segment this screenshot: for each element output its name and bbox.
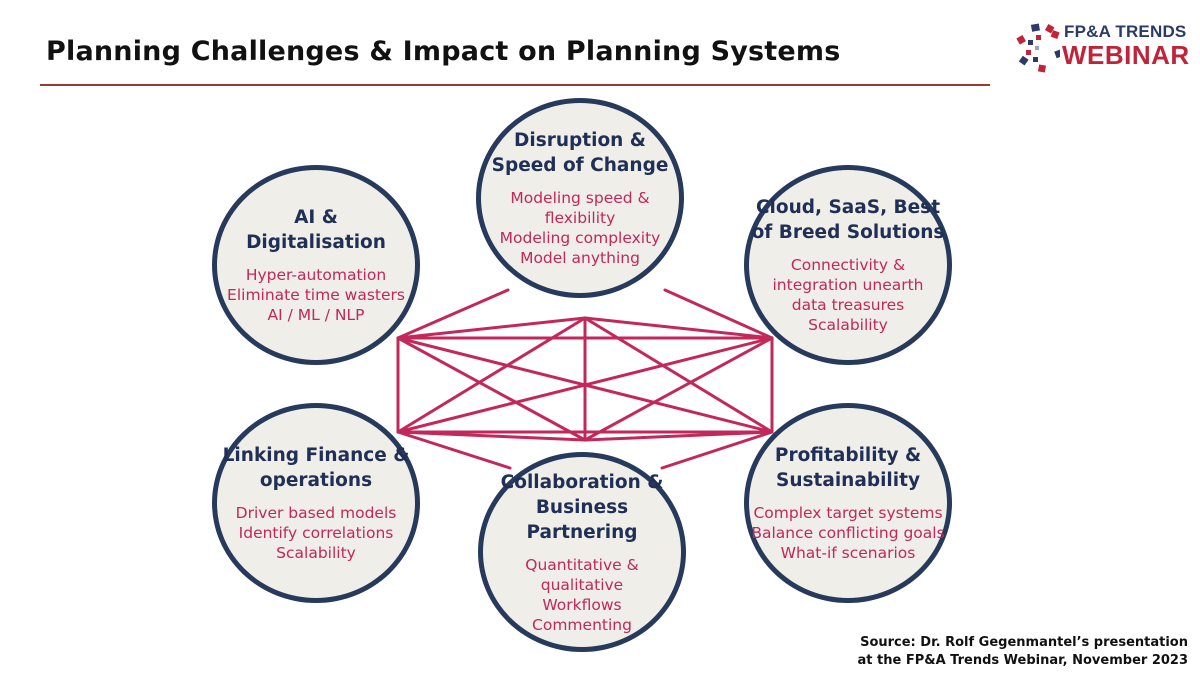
node-profitability: Profitability & Sustainability Complex t… (744, 403, 952, 603)
node-item: Scalability (808, 316, 888, 334)
node-item: data treasures (791, 296, 905, 314)
node-item: Complex target systems (753, 504, 943, 522)
node-item: AI / ML / NLP (267, 306, 365, 324)
node-item: Identify correlations (238, 524, 394, 542)
node-linking-finance: Linking Finance & operations Driver base… (212, 403, 420, 603)
node-items: Quantitative & qualitative Workflows Com… (525, 555, 638, 635)
node-ai-digitalisation: AI & Digitalisation Hyper-automation Eli… (212, 165, 420, 365)
connector-line (583, 336, 774, 442)
node-item: Hyper-automation (245, 266, 387, 284)
connector-line (583, 316, 774, 434)
node-cloud-saas: Cloud, SaaS, Best of Breed Solutions Con… (744, 165, 952, 365)
node-heading: Linking Finance & operations (222, 445, 410, 491)
node-item: Scalability (276, 544, 356, 562)
node-heading: Profitability & Sustainability (774, 445, 922, 491)
connector-line (396, 316, 587, 340)
connector-line (396, 316, 587, 434)
node-heading: Collaboration & Business Partnering (500, 471, 664, 543)
node-item: Eliminate time wasters (227, 286, 405, 304)
source-line: Source: Dr. Rolf Gegenmantel’s presentat… (860, 635, 1188, 650)
connector-line (583, 316, 774, 340)
source-note: Source: Dr. Rolf Gegenmantel’s presentat… (858, 634, 1188, 670)
node-items: Hyper-automation Eliminate time wasters … (227, 265, 405, 325)
node-disruption: Disruption & Speed of Change Modeling sp… (476, 98, 684, 298)
connector-line (663, 288, 774, 340)
connector-line (396, 430, 512, 470)
node-item: qualitative (540, 575, 624, 594)
connector-line (660, 430, 774, 470)
node-item: Connectivity & (790, 256, 906, 274)
node-items: Modeling speed & flexibility Modeling co… (500, 188, 661, 268)
node-item: Commenting (532, 615, 632, 634)
connector-line (396, 336, 587, 442)
node-item: Driver based models (235, 504, 397, 522)
node-item: Balance conflicting goals (751, 524, 945, 542)
node-item: Workflows (542, 595, 622, 614)
node-heading: Disruption & Speed of Change (491, 130, 669, 176)
logo-text-top: FP&A TRENDS (1064, 22, 1187, 41)
node-item: Quantitative & (525, 555, 639, 574)
node-item: Modeling complexity (499, 229, 661, 247)
node-collaboration: Collaboration & Business Partnering Quan… (478, 452, 686, 652)
connector-line (583, 430, 774, 442)
page-title: Planning Challenges & Impact on Planning… (46, 36, 841, 67)
node-item: integration unearth (772, 276, 924, 294)
title-underline (40, 84, 990, 86)
node-item: Model anything (520, 249, 640, 267)
node-item: What-if scenarios (780, 544, 916, 562)
node-item: flexibility (544, 209, 616, 227)
logo-mark-icon (1016, 23, 1060, 73)
node-heading: AI & Digitalisation (246, 207, 386, 253)
connector-line (396, 288, 510, 340)
fpa-trends-logo: FP&A TRENDS WEBINAR (1012, 16, 1192, 78)
logo-text-bottom: WEBINAR (1062, 40, 1190, 70)
source-line: at the FP&A Trends Webinar, November 202… (857, 653, 1188, 668)
connector-line (396, 430, 587, 442)
node-items: Driver based models Identify correlation… (236, 503, 397, 563)
node-heading: Cloud, SaaS, Best of Breed Solutions (751, 197, 945, 243)
node-items: Complex target systems Balance conflicti… (751, 503, 944, 563)
node-item: Modeling speed & (510, 189, 650, 207)
node-items: Connectivity & integration unearth data … (772, 255, 923, 335)
